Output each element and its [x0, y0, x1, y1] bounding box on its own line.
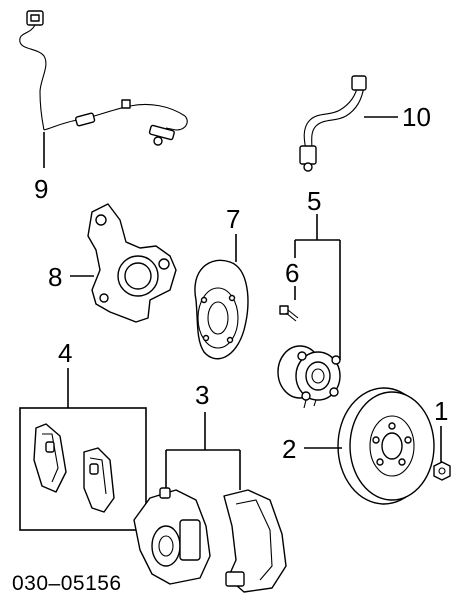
callout-5: 5 [307, 186, 321, 216]
callout-1: 1 [434, 396, 448, 426]
caliper-drawing [133, 487, 287, 593]
callout-8: 8 [48, 262, 62, 292]
hub-assembly-drawing [277, 345, 341, 409]
callout-3: 3 [195, 380, 209, 410]
steering-knuckle-drawing [87, 203, 177, 323]
catalog-code: 030–05156 [12, 572, 122, 595]
wheel-stud-drawing [279, 305, 299, 322]
brake-rotor-drawing [337, 387, 435, 505]
brake-hose-drawing [299, 75, 367, 172]
callout-7: 7 [226, 204, 240, 234]
lug-nut-drawing [433, 461, 451, 481]
callout-9: 9 [34, 174, 48, 204]
pad-set-box [19, 407, 147, 531]
abs-sensor-drawing [19, 10, 188, 146]
brake-pads-drawing [33, 423, 115, 513]
callout-10: 10 [402, 102, 431, 132]
callout-2: 2 [282, 434, 296, 464]
callout-4: 4 [58, 338, 72, 368]
callout-6: 6 [285, 258, 299, 288]
dust-shield-drawing [194, 259, 249, 360]
